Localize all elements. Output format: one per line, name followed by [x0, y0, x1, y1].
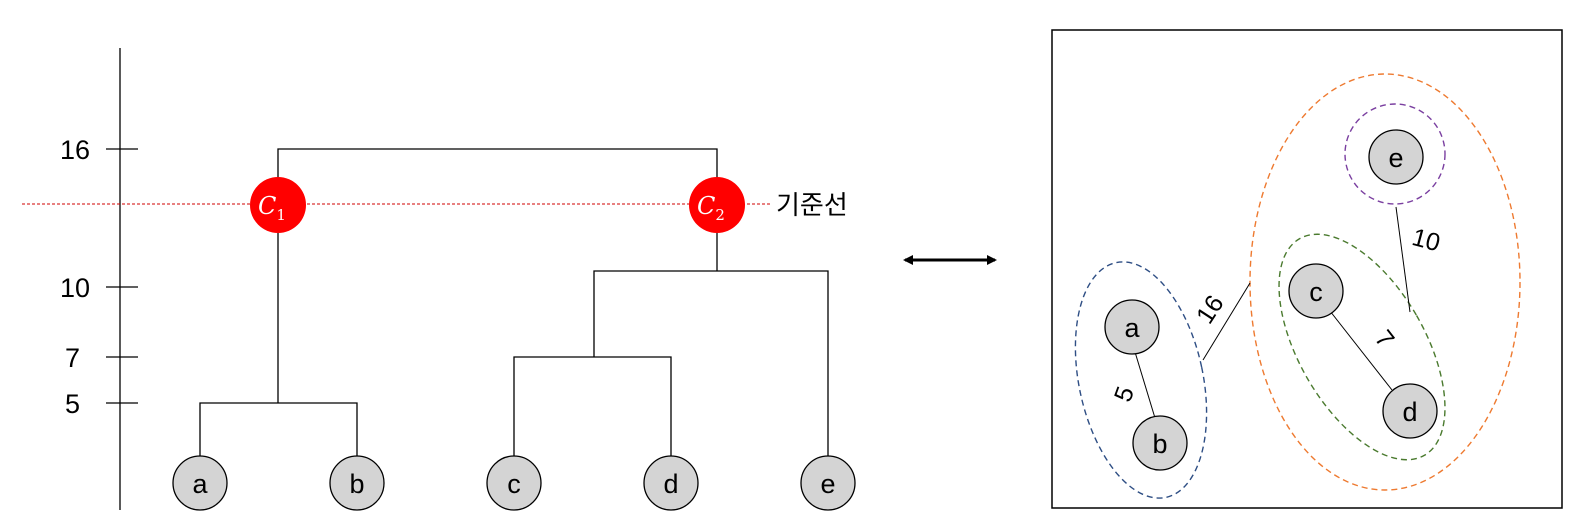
leaf-e: e [800, 455, 856, 511]
leaf-b: b [329, 455, 385, 511]
dendrogram: 16 10 7 5 기준선 C1 [22, 48, 856, 511]
tick-5: 5 [65, 389, 138, 419]
tick-10: 10 [60, 273, 138, 303]
scatter-node-c-label: c [1309, 277, 1323, 307]
scatter-node-d: d [1382, 383, 1438, 439]
leaf-a: a [172, 455, 228, 511]
reference-line-label: 기준선 [776, 191, 848, 221]
cluster-c2: C2 [689, 177, 745, 233]
merge-root [277, 148, 718, 180]
leaf-e-label: e [820, 469, 835, 499]
tick-16: 16 [60, 135, 138, 165]
scatter-node-c: c [1288, 263, 1344, 319]
outline-cluster-ab [1074, 261, 1208, 499]
merge-c-d [513, 356, 672, 456]
leaf-a-label: a [192, 469, 208, 499]
cluster-panel: 5 7 10 16 a b c d e [1051, 29, 1563, 509]
scatter-node-e: e [1368, 129, 1424, 185]
merge-a-b [199, 402, 358, 456]
scatter-node-a: a [1104, 299, 1160, 355]
dendrogram-branches [199, 148, 829, 456]
tick-label-5: 5 [65, 389, 80, 419]
tick-7: 7 [65, 343, 138, 373]
cluster-c2-sub: 2 [715, 206, 725, 224]
svg-text:C2: C2 [697, 192, 725, 224]
scatter-node-d-label: d [1402, 397, 1417, 427]
merge-cd-e [593, 270, 829, 456]
outline-cluster-e [1344, 103, 1446, 205]
leaf-c-label: c [507, 469, 521, 499]
leaf-c: c [486, 455, 542, 511]
tick-label-16: 16 [60, 135, 90, 165]
cluster-c1: C1 [250, 177, 306, 233]
edge-c-d [1329, 310, 1393, 391]
scatter-node-a-label: a [1124, 313, 1140, 343]
outline-cluster-cd [1278, 233, 1446, 461]
outline-cluster-cde [1249, 73, 1521, 491]
scatter-node-b: b [1132, 415, 1188, 471]
edge-ab-cde [1202, 282, 1251, 361]
leaf-d: d [643, 455, 699, 511]
scatter-node-b-label: b [1152, 429, 1167, 459]
edge-e-cd [1395, 206, 1411, 313]
cluster-c2-letter: C [697, 192, 715, 220]
leaf-d-label: d [663, 469, 678, 499]
leaf-b-label: b [349, 469, 364, 499]
edge-a-b [1134, 351, 1156, 419]
tick-label-10: 10 [60, 273, 90, 303]
cluster-c1-sub: 1 [276, 206, 286, 224]
scatter-node-e-label: e [1388, 143, 1403, 173]
svg-text:C1: C1 [258, 192, 286, 224]
cluster-c1-letter: C [258, 192, 276, 220]
tick-label-7: 7 [65, 343, 80, 373]
